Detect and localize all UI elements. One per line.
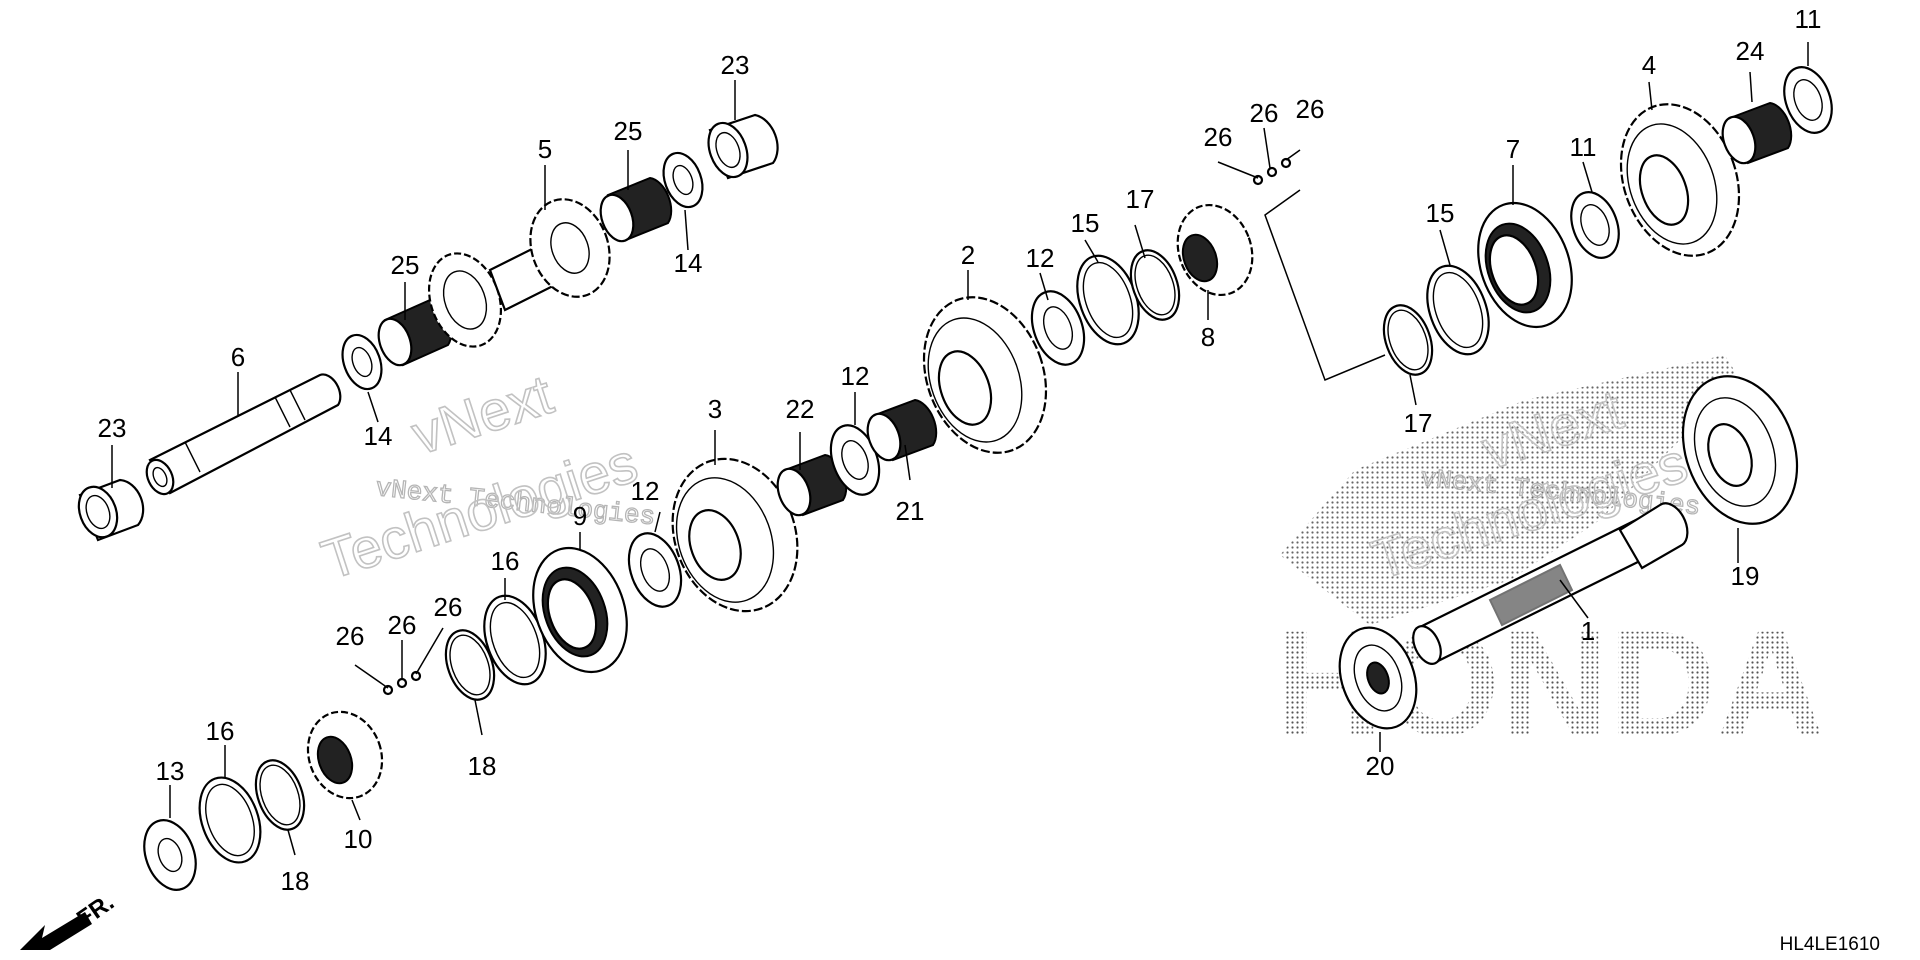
shift-hub-7 bbox=[1477, 201, 1573, 329]
washer-11-middle bbox=[1570, 191, 1620, 259]
needle-bearing-23-right bbox=[707, 113, 779, 180]
snap-ring-15-right bbox=[1426, 264, 1490, 356]
label-26-lower-c: 26 bbox=[434, 592, 463, 622]
label-13: 13 bbox=[156, 756, 185, 786]
main-shaft-1 bbox=[1412, 502, 1689, 665]
label-3: 3 bbox=[708, 394, 722, 424]
ball-bearing-19 bbox=[1681, 375, 1799, 525]
label-26-lower-b: 26 bbox=[388, 610, 417, 640]
label-12-middle: 12 bbox=[841, 361, 870, 391]
label-14-right: 14 bbox=[674, 248, 703, 278]
snap-ring-18-middle bbox=[444, 629, 496, 701]
shaft-6 bbox=[145, 373, 342, 496]
label-11-middle: 11 bbox=[1570, 132, 1597, 162]
parts: FR. bbox=[20, 66, 1833, 950]
label-8: 8 bbox=[1201, 322, 1215, 352]
needle-bearing-24 bbox=[1721, 101, 1793, 165]
label-17-left: 17 bbox=[1126, 184, 1155, 214]
washer-13 bbox=[143, 819, 197, 891]
label-21: 21 bbox=[896, 496, 925, 526]
label-15-left: 15 bbox=[1071, 208, 1100, 238]
label-23-left: 23 bbox=[98, 413, 127, 443]
washer-11-top bbox=[1783, 66, 1833, 134]
label-26-upper-b: 26 bbox=[1250, 98, 1279, 128]
label-26-upper-c: 26 bbox=[1296, 94, 1325, 124]
label-10: 10 bbox=[344, 824, 373, 854]
label-7: 7 bbox=[1506, 134, 1520, 164]
snap-ring-18-lower bbox=[254, 759, 306, 831]
watermark-brand: vNext bbox=[404, 362, 560, 466]
label-25-upper: 25 bbox=[614, 116, 643, 146]
label-12-lower: 12 bbox=[631, 476, 660, 506]
gear-3 bbox=[671, 457, 799, 613]
washer-12-middle bbox=[829, 424, 881, 496]
gear-8 bbox=[1176, 203, 1254, 297]
needle-bearing-23-left bbox=[77, 478, 145, 542]
label-11-top: 11 bbox=[1795, 4, 1822, 34]
label-5: 5 bbox=[538, 134, 552, 164]
steel-balls-26-upper bbox=[1252, 157, 1292, 186]
steel-balls-26-lower bbox=[382, 670, 422, 696]
label-18-middle: 18 bbox=[468, 751, 497, 781]
label-20: 20 bbox=[1366, 751, 1395, 781]
ball-bearing-20 bbox=[1338, 626, 1418, 730]
label-22: 22 bbox=[786, 394, 815, 424]
thrust-washer-14-left bbox=[341, 333, 383, 391]
front-direction-arrow: FR. bbox=[20, 889, 119, 950]
label-9: 9 bbox=[573, 501, 587, 531]
gear-4 bbox=[1619, 103, 1741, 257]
label-23-right: 23 bbox=[721, 50, 750, 80]
leader-lines bbox=[111, 42, 1809, 856]
label-1: 1 bbox=[1581, 616, 1595, 646]
shift-hub-9 bbox=[532, 546, 628, 674]
label-26-lower-a: 26 bbox=[336, 621, 365, 651]
thrust-washer-14-right bbox=[662, 151, 704, 209]
label-15-right: 15 bbox=[1426, 198, 1455, 228]
washer-12-lower bbox=[627, 532, 683, 608]
snap-ring-17-right bbox=[1382, 304, 1434, 376]
label-4: 4 bbox=[1642, 50, 1656, 80]
needle-bearing-21 bbox=[866, 398, 938, 462]
label-12-upper: 12 bbox=[1026, 243, 1055, 273]
label-2: 2 bbox=[961, 240, 975, 270]
gear-cluster-5 bbox=[427, 198, 611, 348]
label-17-right: 17 bbox=[1404, 408, 1433, 438]
diagram-code: HL4LE1610 bbox=[1780, 934, 1880, 955]
label-25-lower: 25 bbox=[391, 250, 420, 280]
label-14-left: 14 bbox=[364, 421, 393, 451]
label-16-middle: 16 bbox=[491, 546, 520, 576]
label-26-upper-a: 26 bbox=[1204, 122, 1233, 152]
label-16-lower: 16 bbox=[206, 716, 235, 746]
needle-bearing-25-upper bbox=[599, 176, 673, 243]
gear-10 bbox=[306, 710, 384, 800]
snap-ring-16-lower bbox=[198, 776, 262, 864]
label-24: 24 bbox=[1736, 36, 1765, 66]
label-18-lower: 18 bbox=[281, 866, 310, 896]
gear-2 bbox=[922, 296, 1048, 454]
part-labels: 23 23 5 25 25 14 14 6 2 12 12 12 15 15 1… bbox=[98, 4, 1822, 896]
label-19: 19 bbox=[1731, 561, 1760, 591]
label-6: 6 bbox=[231, 342, 245, 372]
